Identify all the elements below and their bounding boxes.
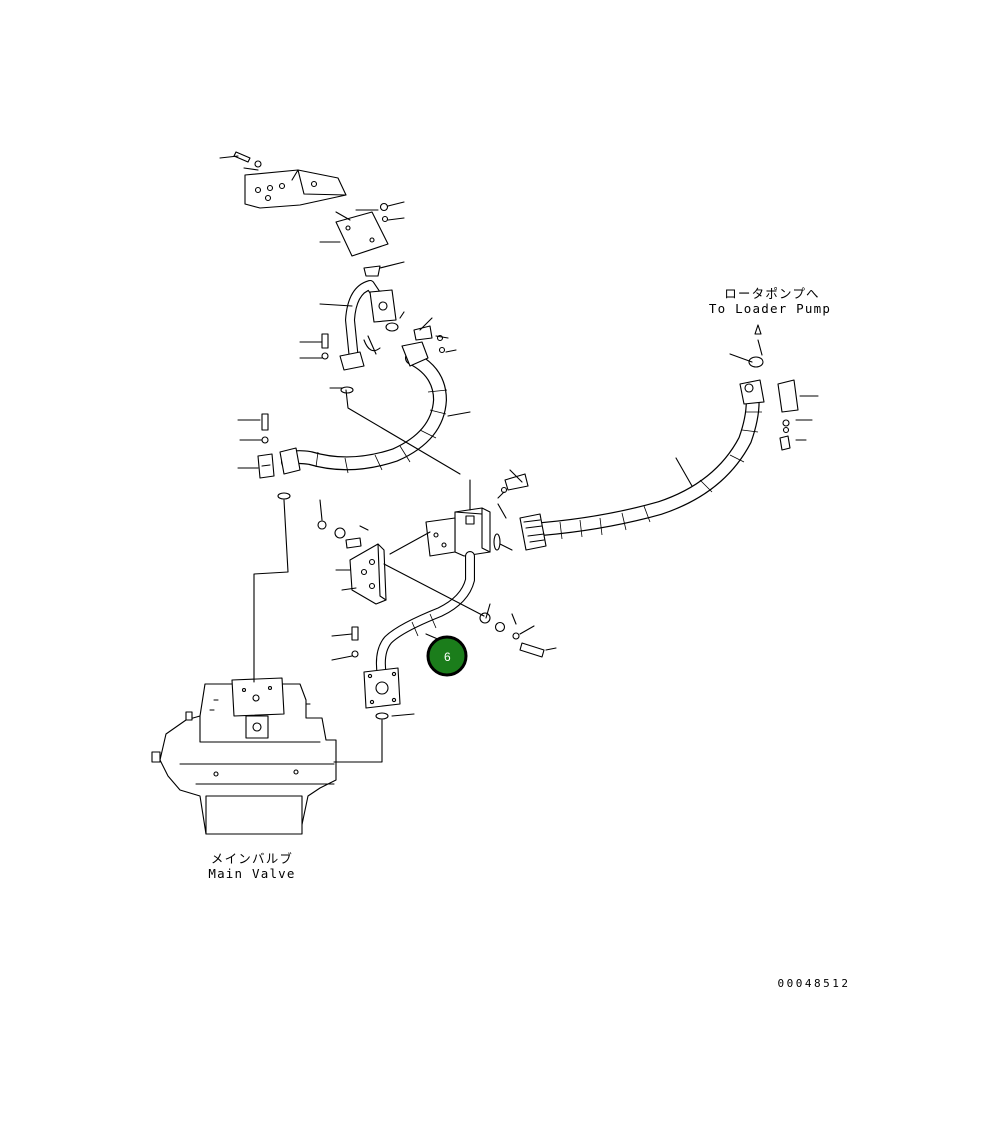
junction-block: [425, 473, 529, 557]
loader-pump-label-jp: ロータポンプへ: [724, 286, 820, 301]
leader-arrow-icon: [754, 324, 762, 335]
lower-bracket: [317, 520, 545, 658]
bracket-hardware: [233, 151, 389, 277]
loader-pump-label-en: To Loader Pump: [708, 301, 832, 316]
leader-lines: [219, 155, 819, 763]
main-valve-label-jp: メインバルブ: [210, 851, 294, 866]
top-bracket: [244, 169, 389, 257]
upper-hose: [257, 325, 448, 479]
callout-marker: 6: [426, 635, 468, 677]
main-valve-label-en: Main Valve: [208, 866, 296, 881]
lower-pipe: [363, 551, 475, 720]
main-valve: [151, 677, 337, 835]
loader-pump-hose: [519, 324, 799, 551]
drawing-number: 00048512: [777, 977, 851, 990]
upper-pipe: [339, 280, 399, 371]
left-hardware: [261, 333, 354, 500]
callout-number: 6: [444, 650, 451, 664]
